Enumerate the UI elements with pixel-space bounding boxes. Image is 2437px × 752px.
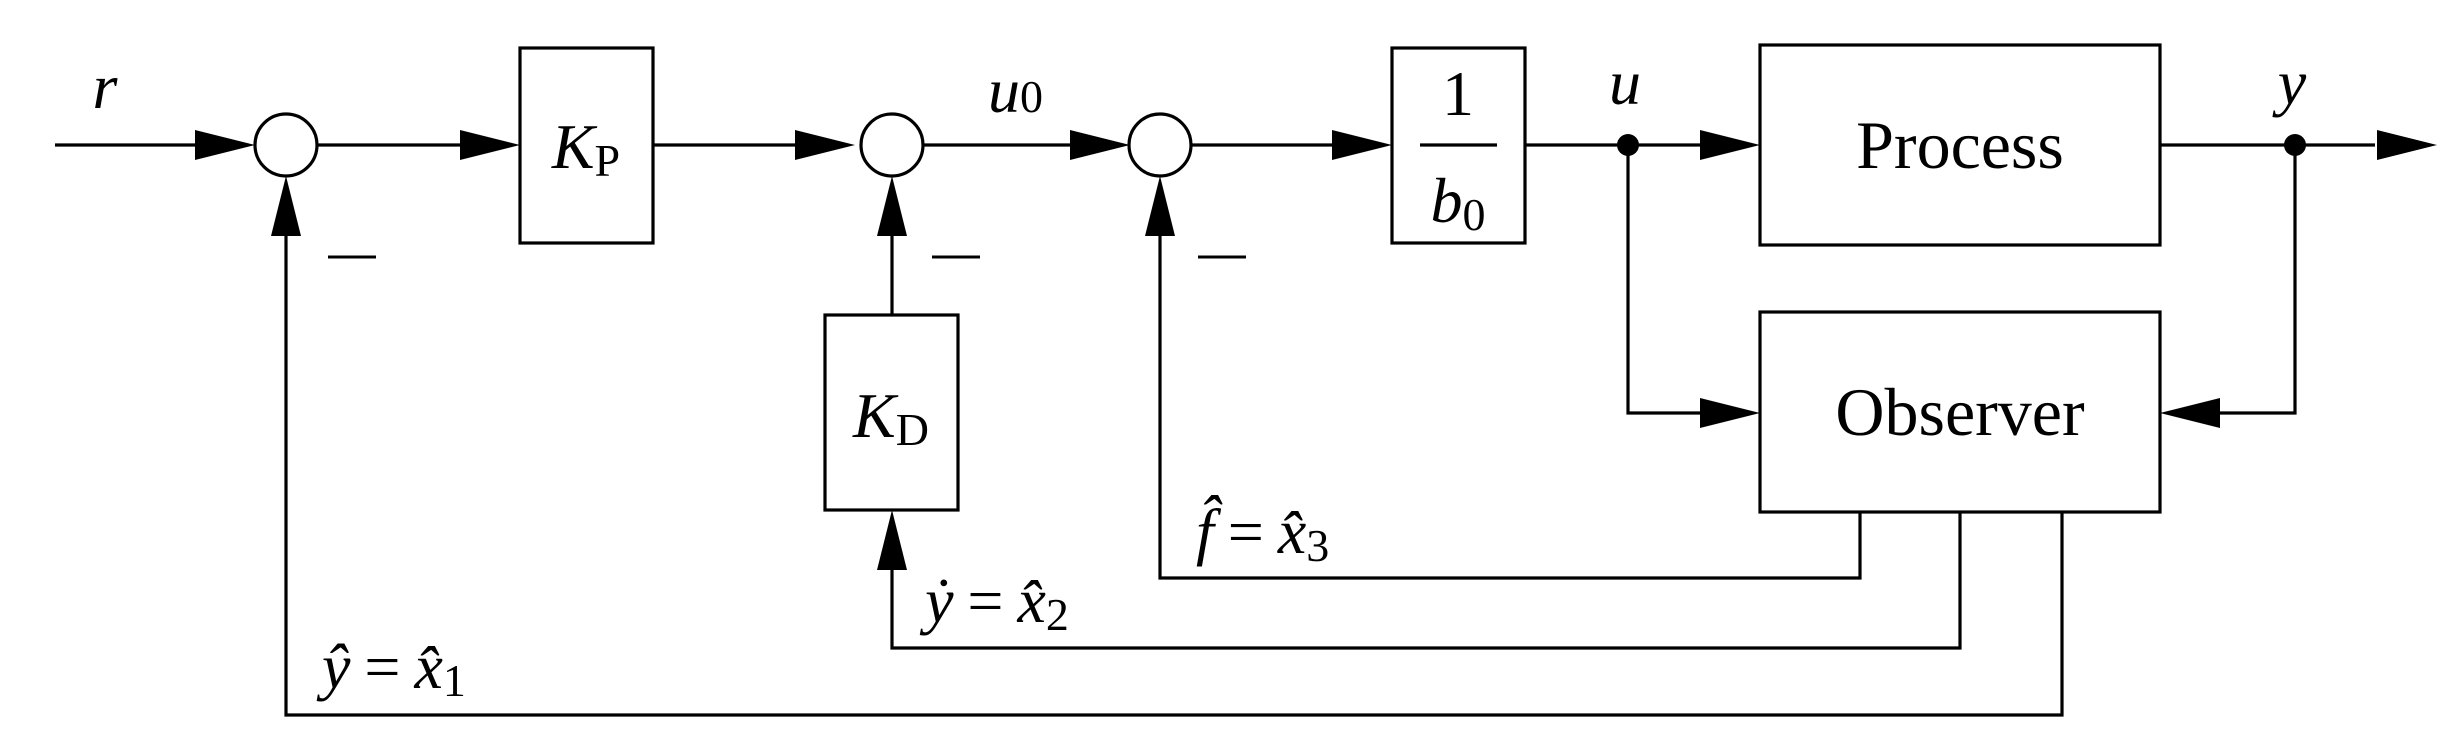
observer-block	[1758, 310, 2162, 514]
feedback-label-x3: f̂=x̂3	[1196, 495, 1329, 571]
line-y-to-observer	[2200, 145, 2297, 415]
signal-label-u: u	[1609, 47, 1641, 118]
signal-label-u0: u0	[988, 55, 1043, 126]
arrowhead-sum3-input	[1070, 130, 1130, 160]
line-u-to-observer	[1626, 145, 1720, 415]
arrowhead-observer-u-input	[1700, 398, 1760, 428]
signal-label-r: r	[93, 51, 119, 122]
kp-block	[518, 46, 655, 245]
arrowhead-kp-input	[460, 130, 520, 160]
kd-block	[823, 313, 960, 512]
line-x2-feedback	[890, 512, 1962, 650]
feedback-label-x2: ẏ=x̂2	[919, 565, 1069, 640]
summing-junction-1	[253, 112, 319, 178]
arrowhead-gain-input	[1332, 130, 1392, 160]
arrowhead-process-input	[1700, 130, 1760, 160]
arrowhead-sum2-input	[795, 130, 855, 160]
summing-junction-3	[1127, 112, 1193, 178]
feedback-label-x1: ŷ=x̂1	[316, 631, 466, 706]
arrowhead-sum2-feedback	[877, 176, 907, 236]
gain-numerator: 1	[1442, 58, 1474, 129]
signal-label-y: y	[2272, 47, 2307, 118]
arrowhead-sum1-feedback	[271, 176, 301, 236]
arrowhead-kd-input	[877, 510, 907, 570]
process-label: Process	[1856, 107, 2064, 183]
arrowhead-sum1-input	[195, 130, 255, 160]
arrowhead-sum3-feedback	[1145, 176, 1175, 236]
arrowhead-observer-y-input	[2160, 398, 2220, 428]
kp-label: KP	[551, 111, 620, 186]
kd-label: KD	[852, 380, 929, 455]
observer-label: Observer	[1835, 374, 2085, 450]
summing-junction-2	[859, 112, 925, 178]
arrowhead-output	[2377, 130, 2437, 160]
line-x1-feedback	[284, 215, 2064, 717]
line-x3-feedback	[1158, 215, 1862, 580]
gain-denominator: b0	[1431, 165, 1486, 240]
